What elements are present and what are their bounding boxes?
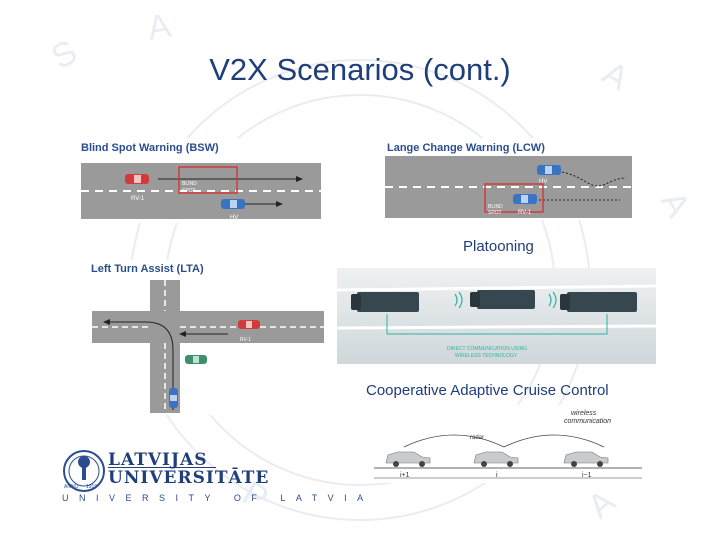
lcw-rv-car-window — [521, 195, 528, 203]
lta-hv-car-window — [170, 395, 177, 401]
cacc-caption: Cooperative Adaptive Cruise Control — [366, 382, 609, 399]
lta-hv-label: HV — [184, 402, 192, 408]
lcw-title: Lange Change Warning (LCW) — [387, 142, 545, 154]
logo-divider — [108, 467, 216, 468]
lta-panel: Left Turn Assist (LTA) RV-1 RV-2 HV — [88, 260, 326, 415]
truck-1 — [351, 292, 419, 312]
lta-diagram: RV-1 RV-2 HV — [92, 280, 324, 413]
platooning-image: DIRECT COMMUNICATION USING WIRELESS TECH… — [337, 268, 656, 364]
lcw-hv-car-window — [545, 166, 552, 174]
cacc-car-1 — [385, 451, 431, 464]
svg-text:A: A — [145, 6, 174, 47]
logo-year-1: ANNO — [64, 484, 79, 490]
lcw-panel: Lange Change Warning (LCW) HV BLIND SPOT… — [382, 138, 634, 220]
slide-title: V2X Scenarios (cont.) — [209, 52, 511, 87]
cacc-label-i-plus-1: i+1 — [400, 472, 410, 479]
logo-year-2: 1919 — [86, 484, 98, 490]
bsw-diagram: BLIND SPOT RV-1 HV — [81, 163, 321, 221]
cacc-wireless-1: wireless — [571, 410, 597, 417]
lta-title: Left Turn Assist (LTA) — [91, 263, 204, 275]
lcw-rv-label: RV-1 — [518, 210, 532, 216]
lcw-hv-label: HV — [539, 179, 547, 185]
lcw-spot-label-2: SPOT — [488, 210, 502, 216]
cacc-radar-label: radar — [470, 435, 484, 441]
cacc-car-2 — [473, 451, 519, 464]
logo-line-1: LATVIJAS — [108, 450, 208, 470]
platooning-banner-1: DIRECT COMMUNICATION USING — [447, 346, 527, 352]
platooning-illustration: DIRECT COMMUNICATION USING WIRELESS TECH… — [337, 268, 656, 364]
truck-3 — [560, 292, 637, 312]
university-seal-icon — [63, 450, 105, 492]
cacc-wireless-2: communication — [564, 418, 611, 425]
bsw-hv-label: HV — [230, 215, 238, 221]
bsw-rv-car-window — [134, 175, 141, 183]
bsw-spot-label-2: SPOT — [182, 188, 196, 194]
cacc-diagram: wireless communication radar i+1 i i−1 — [374, 410, 642, 479]
lta-rv2-label: RV-2 — [192, 349, 203, 355]
cacc-car-3 — [563, 451, 609, 464]
svg-text:A: A — [653, 185, 697, 224]
logo-line-2: UNIVERSITĀTE — [108, 468, 270, 488]
cacc-diagram-panel: wireless communication radar i+1 i i−1 — [374, 405, 644, 483]
platooning-caption: Platooning — [463, 238, 534, 255]
bsw-panel: Blind Spot Warning (BSW) BLIND SPOT RV-1… — [78, 138, 323, 223]
bsw-hv-car-window — [230, 200, 237, 208]
platooning-banner-2: WIRELESS TECHNOLOGY — [455, 353, 518, 359]
bsw-rv-label: RV-1 — [131, 196, 145, 202]
logo-subtitle: UNIVERSITY OF LATVIA — [62, 493, 374, 503]
cacc-label-i-minus-1: i−1 — [582, 472, 592, 479]
lcw-spot-label-1: BLIND — [488, 204, 503, 210]
bsw-title: Blind Spot Warning (BSW) — [81, 142, 219, 154]
cacc-label-i: i — [496, 472, 498, 479]
svg-text:A: A — [581, 482, 623, 526]
lta-rv2-car-window — [193, 356, 199, 363]
lta-rv1-car-window — [246, 321, 252, 328]
lta-rv1-label: RV-1 — [240, 337, 251, 343]
truck-2 — [470, 290, 535, 309]
lcw-diagram: HV BLIND SPOT RV-1 — [385, 156, 632, 218]
bsw-spot-label-1: BLIND — [182, 181, 197, 187]
